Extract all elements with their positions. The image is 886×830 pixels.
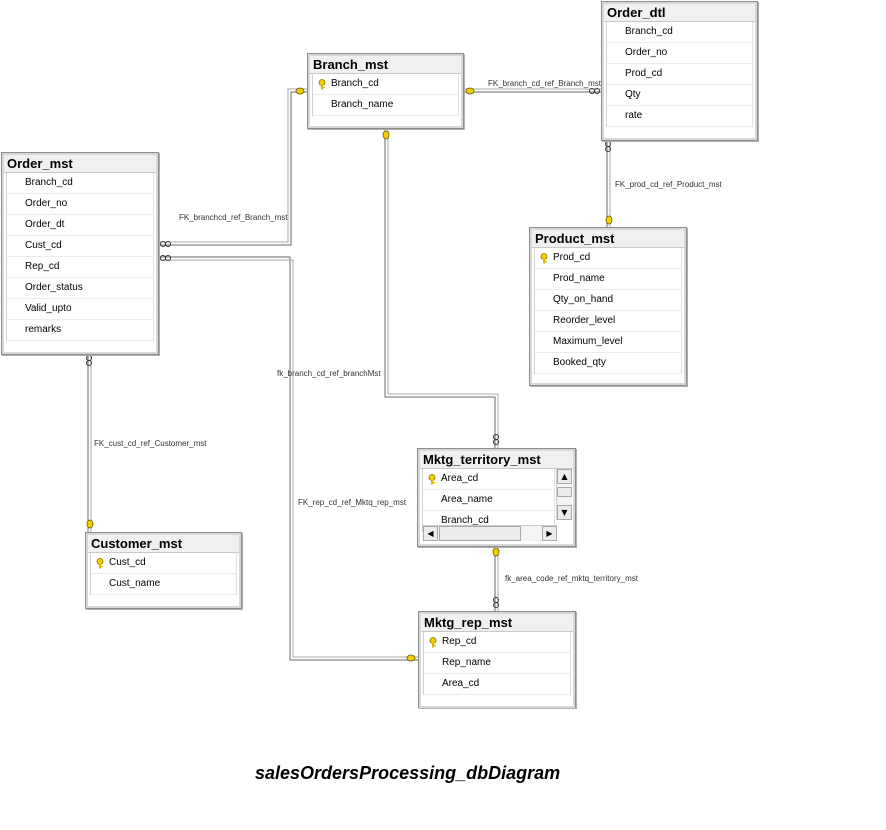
primary-key-icon — [428, 474, 436, 485]
primary-key-icon — [429, 637, 437, 648]
column-row[interactable]: Prod_cd — [607, 64, 752, 85]
table-mktg-territory-mst[interactable]: Mktg_territory_mst Area_cd Area_name Bra… — [417, 448, 576, 547]
scroll-right-icon[interactable]: ▶ — [542, 526, 557, 541]
primary-key-icon — [96, 558, 104, 569]
column-row[interactable]: Branch_name — [313, 95, 458, 116]
infinity-end-icon — [160, 241, 171, 247]
column-row[interactable]: Order_no — [607, 43, 752, 64]
infinity-end-icon — [86, 355, 92, 366]
table-title: Order_mst — [4, 155, 156, 173]
column-row[interactable]: Order_dt — [7, 215, 153, 236]
table-title: Mktg_territory_mst — [420, 451, 573, 469]
column-row[interactable]: Order_no — [7, 194, 153, 215]
rel-label-branch-orderdtl: FK_branch_cd_ref_Branch_mst — [488, 79, 601, 88]
column-name: Rep_cd — [442, 636, 477, 647]
column-row[interactable]: Valid_upto — [7, 299, 153, 320]
column-row[interactable]: Qty — [607, 85, 752, 106]
column-row[interactable]: Maximum_level — [535, 332, 681, 353]
scroll-down-icon[interactable]: ▼ — [557, 505, 572, 520]
table-branch-mst[interactable]: Branch_mst Branch_cd Branch_name — [307, 53, 464, 129]
column-row[interactable]: Prod_cd — [535, 248, 681, 269]
column-row[interactable]: Rep_cd — [7, 257, 153, 278]
infinity-end-icon — [160, 255, 171, 261]
scroll-up-icon[interactable]: ▲ — [557, 469, 572, 484]
column-row[interactable]: rate — [607, 106, 752, 127]
infinity-end-icon — [589, 88, 600, 94]
rel-label-branch-territory: fk_branch_cd_ref_branchMst — [277, 369, 381, 378]
key-end-icon — [86, 519, 94, 529]
column-name: Prod_cd — [553, 252, 591, 263]
table-title: Product_mst — [532, 230, 684, 248]
column-row[interactable]: Rep_name — [424, 653, 570, 674]
diagram-caption: salesOrdersProcessing_dbDiagram — [255, 763, 561, 783]
rel-line-ordermst-branch — [158, 91, 308, 246]
infinity-end-icon — [493, 597, 499, 608]
key-end-icon — [465, 87, 475, 95]
column-row[interactable]: Branch_cd — [313, 74, 458, 95]
rel-label-territory-rep: fk_area_code_ref_mktq_territory_mst — [505, 574, 638, 583]
key-end-icon — [295, 87, 305, 95]
horizontal-scrollbar[interactable]: ◀ ▶ — [423, 525, 557, 541]
key-end-icon — [406, 654, 416, 662]
infinity-end-icon — [493, 434, 499, 445]
column-name: Branch_cd — [331, 78, 379, 89]
column-name: Cust_cd — [109, 557, 146, 568]
column-row[interactable]: Branch_cd — [7, 173, 153, 194]
column-row[interactable]: remarks — [7, 320, 153, 341]
column-row[interactable]: Branch_cd — [607, 22, 752, 43]
table-title: Order_dtl — [604, 4, 755, 22]
column-row[interactable]: Cust_cd — [7, 236, 153, 257]
infinity-end-icon — [605, 141, 611, 152]
column-name: Area_cd — [441, 473, 479, 484]
rel-label-ordermst-branch: FK_branchcd_ref_Branch_mst — [179, 213, 288, 222]
column-row[interactable]: Qty_on_hand — [535, 290, 681, 311]
table-title: Mktg_rep_mst — [421, 614, 573, 632]
rel-line-ordermst-rep — [158, 256, 418, 661]
vertical-scrollbar[interactable]: ▲ ▼ — [556, 469, 572, 520]
table-order-dtl[interactable]: Order_dtl Branch_cd Order_no Prod_cd Qty… — [601, 1, 758, 141]
column-row[interactable]: Cust_name — [91, 574, 236, 595]
key-end-icon — [492, 547, 500, 557]
scroll-thumb[interactable] — [439, 526, 521, 541]
table-customer-mst[interactable]: Customer_mst Cust_cd Cust_name — [85, 532, 242, 609]
table-order-mst[interactable]: Order_mst Branch_cd Order_no Order_dt Cu… — [1, 152, 159, 355]
column-row[interactable]: Area_cd — [424, 674, 570, 695]
table-mktg-rep-mst[interactable]: Mktg_rep_mst Rep_cd Rep_name Area_cd — [418, 611, 576, 708]
key-end-icon — [605, 215, 613, 225]
column-row[interactable]: Reorder_level — [535, 311, 681, 332]
key-end-icon — [382, 130, 390, 140]
rel-label-orderdtl-product: FK_prod_cd_ref_Product_mst — [615, 180, 722, 189]
column-row[interactable]: Prod_name — [535, 269, 681, 290]
column-row[interactable]: Rep_cd — [424, 632, 570, 653]
scroll-thumb[interactable] — [557, 487, 572, 497]
table-title: Customer_mst — [88, 535, 239, 553]
table-product-mst[interactable]: Product_mst Prod_cd Prod_name Qty_on_han… — [529, 227, 687, 386]
primary-key-icon — [540, 253, 548, 264]
table-title: Branch_mst — [310, 56, 461, 74]
rel-label-ordermst-customer: FK_cust_cd_ref_Customer_mst — [94, 439, 207, 448]
column-row[interactable]: Area_cd — [423, 469, 554, 490]
rel-label-ordermst-rep: FK_rep_cd_ref_Mktq_rep_mst — [298, 498, 407, 507]
column-row[interactable]: Area_name — [423, 490, 554, 511]
column-row[interactable]: Cust_cd — [91, 553, 236, 574]
column-row[interactable]: Booked_qty — [535, 353, 681, 374]
column-row[interactable]: Order_status — [7, 278, 153, 299]
primary-key-icon — [318, 79, 326, 90]
scroll-left-icon[interactable]: ◀ — [423, 526, 438, 541]
rel-line-branch-territory — [384, 128, 496, 448]
